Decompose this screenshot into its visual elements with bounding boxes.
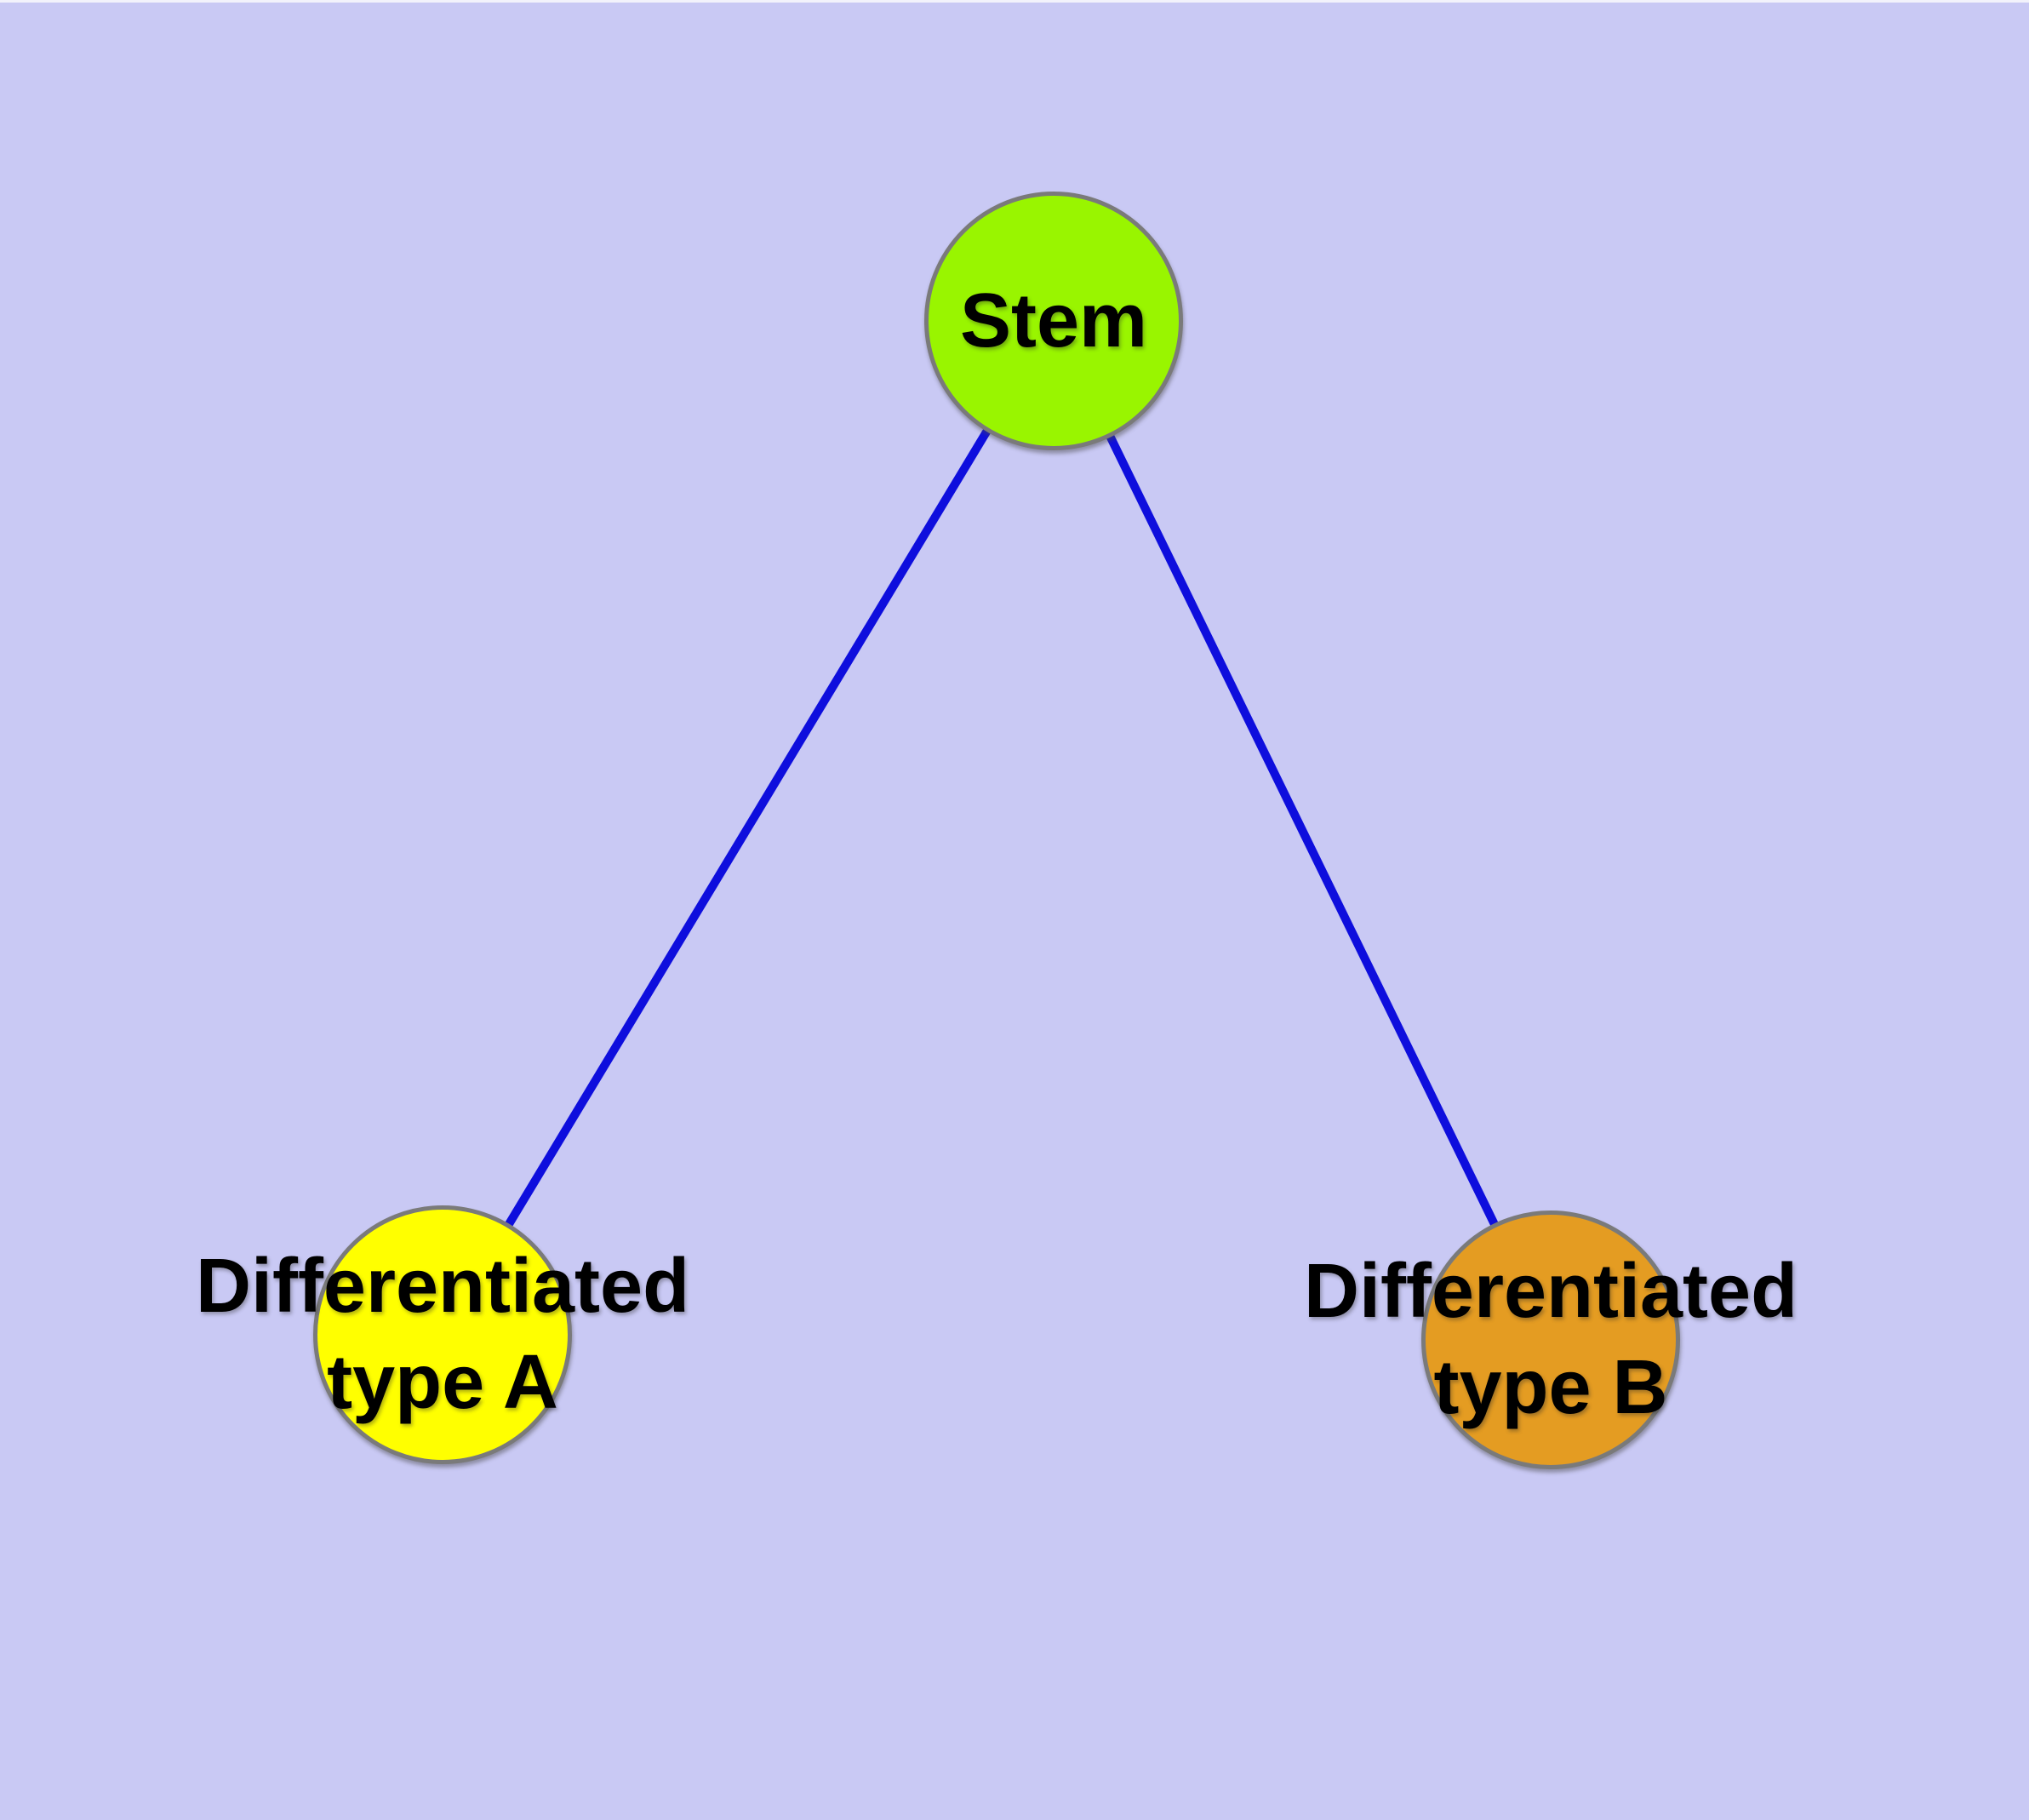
- edge-stem-to-type-a[interactable]: [439, 318, 1058, 1336]
- node-stem[interactable]: Stem: [924, 192, 1183, 450]
- node-differentiated-type-b[interactable]: Differentiated type B: [1304, 1210, 1798, 1469]
- node-stem-label: Stem: [959, 278, 1148, 363]
- node-differentiated-type-a[interactable]: Differentiated type A: [196, 1205, 689, 1464]
- edges-layer: [439, 318, 1554, 1340]
- edge-stem-to-type-b[interactable]: [1049, 318, 1554, 1340]
